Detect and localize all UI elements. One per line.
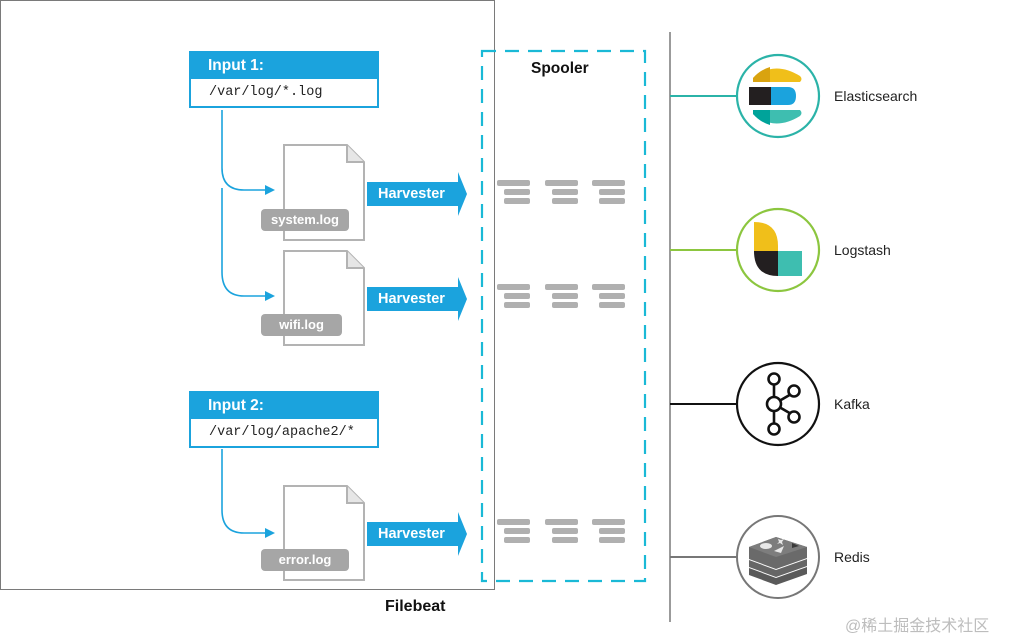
queue-icon <box>497 284 530 308</box>
queue-bar <box>504 528 530 534</box>
queue-bar <box>497 180 530 186</box>
filebeat-container <box>0 0 495 590</box>
output-label-logstash: Logstash <box>834 242 891 258</box>
kafka-logo-icon <box>735 361 821 447</box>
queue-bar <box>545 284 578 290</box>
queue-bar <box>552 198 578 204</box>
connector-input1-system <box>221 110 275 195</box>
queue-bar <box>552 528 578 534</box>
queue-bar <box>545 180 578 186</box>
harvester-label: Harvester <box>378 291 445 307</box>
queue-bar <box>504 293 530 299</box>
queue-bar <box>599 302 625 308</box>
queue-bar <box>552 293 578 299</box>
queue-icon <box>592 180 625 204</box>
output-label-redis: Redis <box>834 549 870 565</box>
spooler-queues <box>497 180 625 543</box>
logstash-logo-icon <box>735 207 821 293</box>
spooler-box <box>480 49 647 583</box>
queue-icon <box>592 519 625 543</box>
redis-logo-icon <box>736 515 820 599</box>
output-label-elasticsearch: Elasticsearch <box>834 88 918 104</box>
watermark: @稀土掘金技术社区 <box>845 618 990 635</box>
file-label-system-log: system.log <box>261 209 349 231</box>
queue-bar <box>497 284 530 290</box>
queue-bar <box>504 198 530 204</box>
harvester-label: Harvester <box>378 526 445 542</box>
input-2-path: /var/log/apache2/* <box>209 425 355 440</box>
queue-bar <box>504 302 530 308</box>
harvester-arrow <box>367 172 467 216</box>
input-2-title: Input 2: <box>191 393 377 419</box>
queue-bar <box>592 519 625 525</box>
queue-icon <box>497 180 530 204</box>
harvester-label: Harvester <box>378 186 445 202</box>
elasticsearch-logo-icon <box>735 53 821 139</box>
queue-bar <box>504 537 530 543</box>
queue-bar <box>497 519 530 525</box>
queue-bar <box>552 537 578 543</box>
queue-bar <box>592 284 625 290</box>
queue-icon <box>545 519 578 543</box>
queue-bar <box>599 528 625 534</box>
queue-bar <box>552 189 578 195</box>
queue-icon <box>592 284 625 308</box>
file-label-error-log: error.log <box>261 549 349 571</box>
queue-bar <box>545 519 578 525</box>
queue-bar <box>599 537 625 543</box>
queue-bar <box>599 293 625 299</box>
queue-icon <box>497 519 530 543</box>
input-1-title: Input 1: <box>191 53 377 79</box>
queue-icon <box>545 180 578 204</box>
harvester-arrow <box>367 277 467 321</box>
queue-bar <box>552 302 578 308</box>
harvester-arrow <box>367 512 467 556</box>
queue-bar <box>504 189 530 195</box>
filebeat-label: Filebeat <box>385 598 446 615</box>
output-label-kafka: Kafka <box>834 396 870 412</box>
input-1-box: Input 1: /var/log/*.log <box>189 51 379 108</box>
input-1-path: /var/log/*.log <box>209 85 323 100</box>
input-2-box: Input 2: /var/log/apache2/* <box>189 391 379 448</box>
queue-bar <box>592 180 625 186</box>
file-label-wifi-log: wifi.log <box>261 314 342 336</box>
connector-input2-error <box>221 449 275 538</box>
queue-bar <box>599 189 625 195</box>
queue-icon <box>545 284 578 308</box>
spooler-label: Spooler <box>531 60 589 77</box>
connector-input1-wifi <box>221 188 275 301</box>
queue-bar <box>599 198 625 204</box>
